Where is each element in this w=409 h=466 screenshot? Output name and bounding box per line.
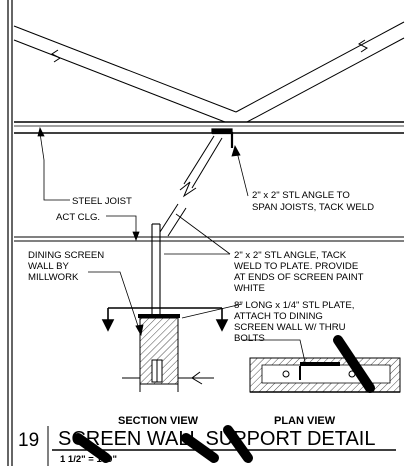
label-angle-tack-4: WHITE xyxy=(234,283,265,294)
section-view-label: SECTION VIEW xyxy=(118,415,199,427)
steel-plate xyxy=(138,314,180,318)
plan-view-drawing xyxy=(250,358,400,392)
roof-framing xyxy=(14,22,404,122)
label-angle-to-span-1: 2" x 2" STL ANGLE TO xyxy=(252,190,350,201)
label-angle-tack-1: 2" x 2" STL ANGLE, TACK xyxy=(234,250,347,261)
label-plate-4: BOLTS xyxy=(234,333,265,344)
overlay-marks xyxy=(78,340,370,458)
label-angle-to-span-2: SPAN JOISTS, TACK WELD xyxy=(252,202,374,213)
label-plate-2: ATTACH TO DINING xyxy=(234,311,323,322)
label-angle-tack-2: WELD TO PLATE. PROVIDE xyxy=(234,261,358,272)
leader-lines xyxy=(38,128,305,362)
detail-scale: 1 1/2" = 1'-0" xyxy=(60,454,117,465)
dining-screen-wall-section xyxy=(122,318,214,392)
detail-number: 19 xyxy=(18,430,39,451)
sheet-border xyxy=(8,0,12,466)
label-plate-1: 8" LONG x 1/4" STL PLATE, xyxy=(234,300,354,311)
plan-view-label: PLAN VIEW xyxy=(274,415,336,427)
label-dining-screen-1: DINING SCREEN xyxy=(28,250,104,261)
steel-joist xyxy=(14,122,404,133)
top-steel-angle xyxy=(212,129,232,148)
label-angle-tack-3: AT ENDS OF SCREEN PAINT xyxy=(234,272,364,283)
label-plate-3: SCREEN WALL W/ THRU xyxy=(234,322,346,333)
vertical-steel-angle xyxy=(152,224,160,318)
label-dining-screen-3: MILLWORK xyxy=(28,272,79,283)
label-steel-joist: STEEL JOIST xyxy=(72,196,132,207)
detail-title: SCREEN WALL SUPPORT DETAIL xyxy=(58,428,376,450)
diagonal-brace xyxy=(160,136,222,236)
section-cut-line xyxy=(103,308,227,330)
label-act-clg: ACT CLG. xyxy=(56,212,100,223)
label-dining-screen-2: WALL BY xyxy=(28,261,69,272)
act-ceiling xyxy=(14,237,404,241)
